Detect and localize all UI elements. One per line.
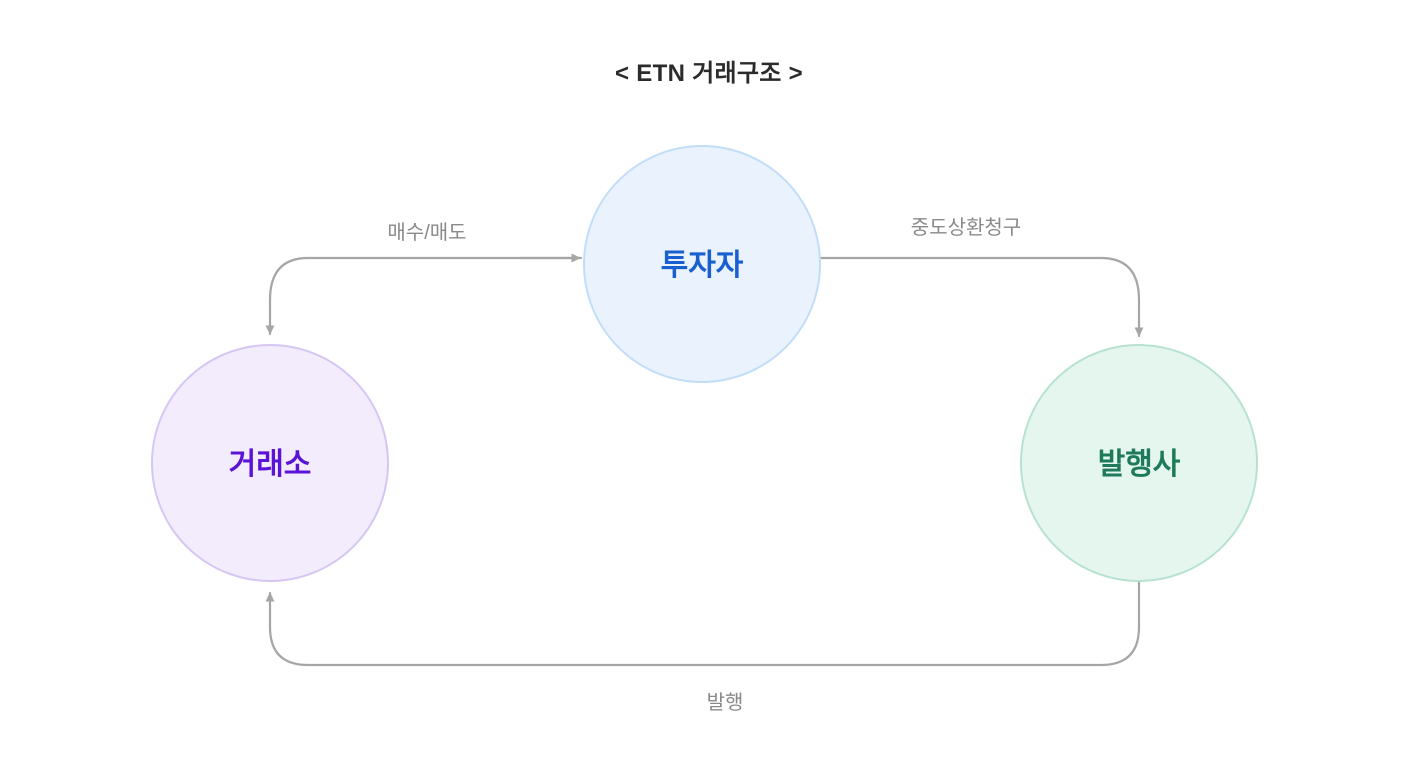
edge-early-redemption-path [819,256,1144,338]
node-issuer[interactable]: 발행사 [1020,344,1258,582]
node-exchange-label: 거래소 [229,448,312,481]
edge-buy-sell: 매수/매도 [265,221,583,336]
edge-early-redemption: 중도상환청구 [819,216,1144,338]
edge-label-buy-sell: 매수/매도 [387,221,466,244]
edge-issuance-path [265,579,1141,667]
node-issuer-circle[interactable] [1020,344,1258,582]
node-exchange[interactable]: 거래소 [151,344,389,582]
node-exchange-circle[interactable] [151,344,389,582]
edge-buy-sell-path [265,256,583,336]
node-issuer-label: 발행사 [1098,448,1181,481]
node-investor-label: 투자자 [661,249,744,282]
edge-label-early-redemption: 중도상환청구 [911,216,1021,239]
page-title: < ETN 거래구조 > [615,60,803,87]
node-investor-circle[interactable] [583,145,821,383]
node-investor[interactable]: 투자자 [583,145,821,383]
edge-issuance: 발행 [265,579,1141,714]
edge-label-issuance: 발행 [707,691,744,714]
